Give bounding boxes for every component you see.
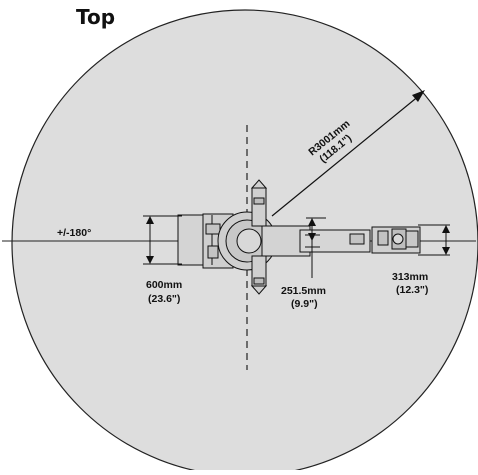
flange-label-mm: 313mm — [392, 271, 428, 283]
offset-dimension — [306, 217, 326, 278]
robot-top-view — [177, 179, 421, 295]
base-width-label-in: (23.6") — [148, 293, 180, 305]
offset-label-in: (9.9") — [291, 298, 318, 310]
flange-dimension — [418, 224, 450, 256]
radius-arrow — [271, 90, 425, 217]
rotation-label: +/-180° — [57, 227, 91, 239]
base-width-label-mm: 600mm — [146, 279, 182, 291]
flange-label-in: (12.3") — [396, 284, 428, 296]
base-width-dimension — [143, 215, 182, 265]
offset-label-mm: 251.5mm — [281, 285, 326, 297]
page-title: Top — [76, 5, 115, 29]
